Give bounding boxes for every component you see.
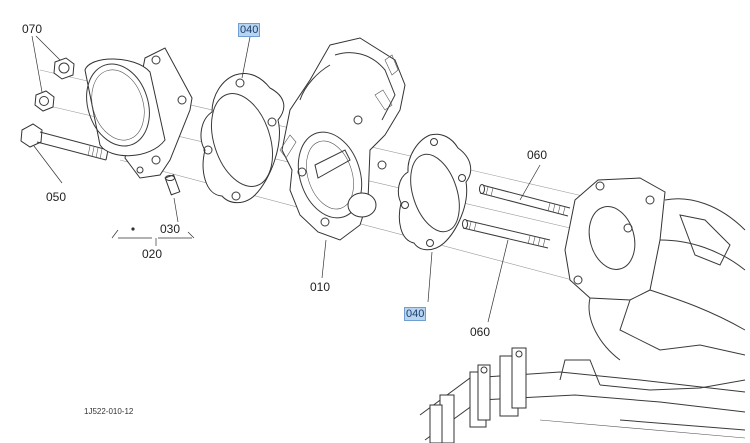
gasket-040-bottom[interactable] — [397, 133, 472, 251]
callout-030[interactable]: 030 — [160, 222, 181, 236]
pin-030[interactable] — [164, 174, 181, 196]
intake-manifold — [564, 177, 746, 361]
nut-070[interactable] — [34, 57, 75, 112]
callout-070[interactable]: 070 — [22, 22, 43, 36]
bolt-050[interactable] — [20, 123, 109, 161]
callout-060-top[interactable]: 060 — [527, 148, 548, 162]
callout-050[interactable]: 050 — [46, 190, 67, 204]
gasket-040-top[interactable] — [200, 73, 285, 204]
callout-040-top[interactable]: 040 — [238, 23, 261, 37]
engine-block — [419, 347, 746, 443]
leader-lines — [31, 35, 541, 323]
stud-060-upper[interactable] — [479, 184, 571, 217]
drawing-number: 1J522-010-12 — [84, 407, 134, 416]
callout-060-bottom[interactable]: 060 — [470, 325, 491, 339]
callout-010[interactable]: 010 — [310, 280, 331, 294]
callout-040-bottom[interactable]: 040 — [404, 307, 427, 321]
callout-020[interactable]: 020 — [142, 247, 163, 261]
stud-060-lower[interactable] — [462, 219, 551, 249]
throttle-body-010[interactable] — [279, 37, 406, 241]
housing-020[interactable] — [76, 47, 193, 179]
